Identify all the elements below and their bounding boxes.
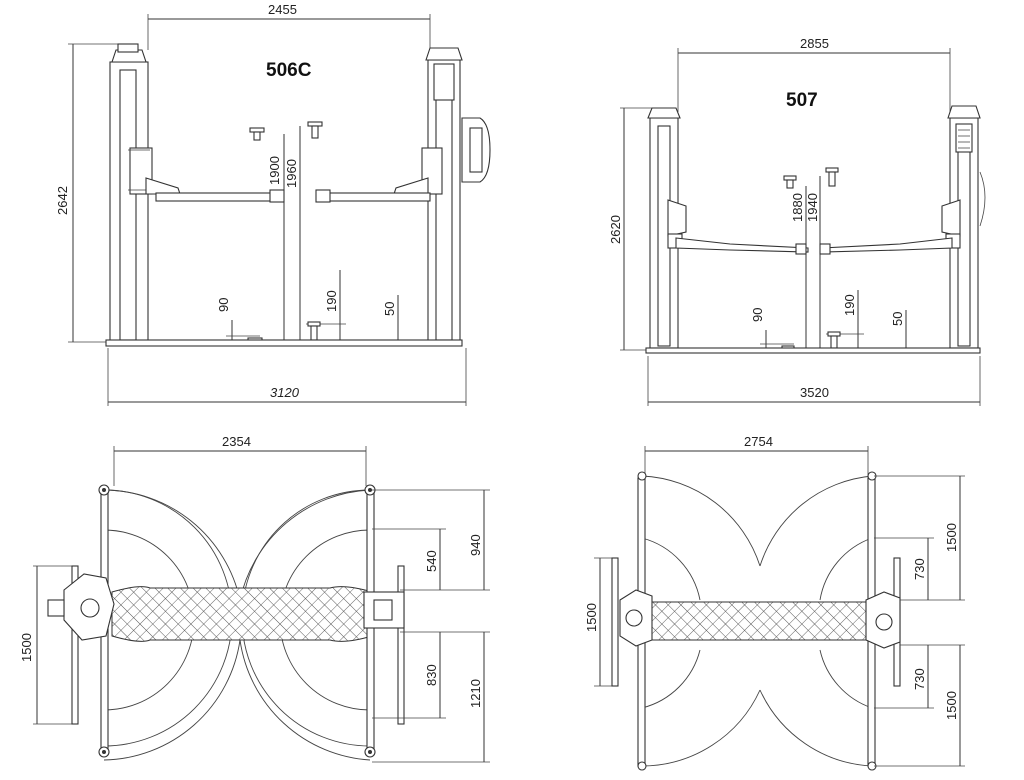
vehicle-outline-506c <box>111 586 373 642</box>
dim-506c-overall-width: 3120 <box>270 385 300 400</box>
dim-506c-top-between-columns: 2354 <box>222 434 251 449</box>
dim-507-arm-730-front: 730 <box>912 558 927 580</box>
dim-506c-pad-190: 190 <box>324 290 339 312</box>
dim-507-arm-730-rear: 730 <box>912 668 927 690</box>
left-arm-507 <box>675 237 809 253</box>
dim-506c-arm-830: 830 <box>424 664 439 686</box>
vehicle-outline-507 <box>639 601 871 641</box>
model-label-506c: 506C <box>266 60 312 81</box>
dim-506c-floor-50: 50 <box>382 302 397 316</box>
top-view-506c: 2354 1500 <box>19 434 490 763</box>
dim-507-pad-90: 90 <box>750 308 765 322</box>
dim-506c-arm-1210: 1210 <box>468 679 483 708</box>
dim-506c-height: 2642 <box>55 186 70 215</box>
dim-506c-lift-1960: 1960 <box>284 159 299 188</box>
model-label-507: 507 <box>786 90 818 111</box>
top-view-507: 2754 1500 <box>584 434 965 771</box>
dim-506c-pad-90: 90 <box>216 298 231 312</box>
left-arm-506c <box>155 192 281 202</box>
left-column-cap-506c <box>111 49 147 63</box>
dim-507-lift-1940: 1940 <box>805 193 820 222</box>
base-plate-507 <box>645 347 981 354</box>
dim-506c-arm-940: 940 <box>468 534 483 556</box>
right-arm-507 <box>821 237 953 253</box>
lift-pad-high-506c <box>249 121 323 141</box>
dim-507-floor-50: 50 <box>890 312 905 326</box>
dim-507-arm-1500-rear: 1500 <box>944 691 959 720</box>
front-view-506c: 506C 2455 2642 <box>55 2 491 406</box>
dim-507-top-between-columns: 2754 <box>744 434 773 449</box>
right-column-cap-506c <box>425 47 463 61</box>
dim-506c-lift-1900: 1900 <box>267 156 282 185</box>
base-plate-506c <box>105 339 463 347</box>
dim-507-top-depth: 1500 <box>584 603 599 632</box>
dim-506c-arm-540: 540 <box>424 550 439 572</box>
right-arm-506c <box>323 192 431 202</box>
front-view-507: 507 2855 2620 1880 <box>608 36 986 406</box>
dim-507-between-columns: 2855 <box>800 36 829 51</box>
dim-507-pad-190: 190 <box>842 294 857 316</box>
right-column-base-506c <box>363 591 405 629</box>
dim-506c-top-depth: 1500 <box>19 633 34 662</box>
motor-unit-507 <box>955 123 973 153</box>
dim-507-lift-1880: 1880 <box>790 193 805 222</box>
dim-507-height: 2620 <box>608 215 623 244</box>
dim-507-arm-1500-front: 1500 <box>944 523 959 552</box>
dim-506c-between-columns: 2455 <box>268 2 297 17</box>
dim-507-overall-width: 3520 <box>800 385 829 400</box>
